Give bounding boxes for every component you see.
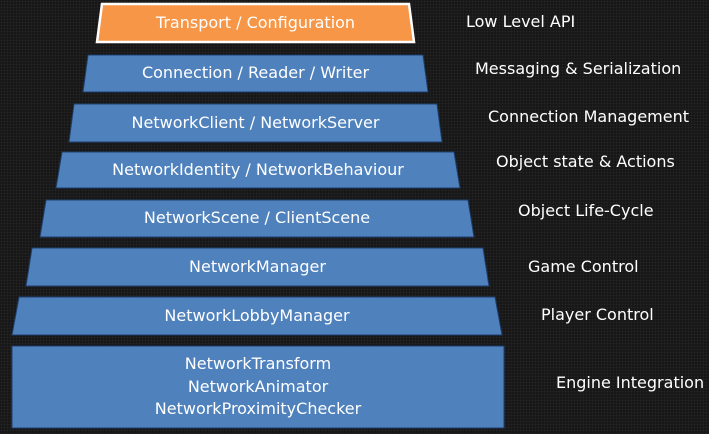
layer-networkidentity-networkbehaviour: NetworkIdentity / NetworkBehaviour bbox=[55, 151, 461, 189]
layer-label-line: NetworkAnimator bbox=[187, 376, 329, 396]
layer-shape bbox=[68, 103, 443, 143]
layer-shape bbox=[82, 54, 429, 93]
layer-description: Connection Management bbox=[488, 107, 690, 126]
layer-description: Messaging & Serialization bbox=[475, 59, 682, 78]
layer-engine-components: NetworkTransform NetworkAnimator Network… bbox=[11, 345, 505, 429]
layer-label: Connection / Reader / Writer bbox=[141, 63, 370, 83]
layer-label-line: NetworkProximityChecker bbox=[154, 399, 362, 419]
layer-label-group: NetworkTransform NetworkAnimator Network… bbox=[12, 346, 504, 428]
layer-networkscene-clientscene: NetworkScene / ClientScene bbox=[39, 199, 475, 238]
layer-networkmanager: NetworkManager bbox=[25, 247, 490, 287]
layer-connection-reader-writer: Connection / Reader / Writer bbox=[82, 54, 429, 93]
layer-label: Transport / Configuration bbox=[155, 12, 356, 32]
layer-label: NetworkLobbyManager bbox=[164, 305, 350, 325]
layer-shape bbox=[55, 151, 461, 189]
layer-label: NetworkClient / NetworkServer bbox=[131, 112, 380, 132]
layer-shape bbox=[95, 2, 416, 44]
layer-description: Object state & Actions bbox=[496, 152, 675, 171]
layer-networklobbymanager: NetworkLobbyManager bbox=[11, 296, 503, 336]
layer-shape bbox=[39, 199, 475, 238]
layer-label: NetworkManager bbox=[189, 256, 326, 276]
layer-shape bbox=[11, 345, 505, 429]
layer-description: Object Life-Cycle bbox=[518, 201, 654, 220]
layer-networkclient-networkserver: NetworkClient / NetworkServer bbox=[68, 103, 443, 143]
layer-description: Engine Integration bbox=[556, 373, 705, 392]
layer-label: NetworkIdentity / NetworkBehaviour bbox=[112, 159, 404, 179]
layer-description: Player Control bbox=[541, 305, 654, 324]
layer-shape bbox=[11, 296, 503, 336]
layer-label-line: NetworkTransform bbox=[184, 354, 332, 374]
layer-description: Game Control bbox=[528, 257, 639, 276]
layer-label: NetworkScene / ClientScene bbox=[143, 208, 371, 228]
layer-transport-configuration: Transport / Configuration bbox=[95, 2, 416, 44]
layer-shape bbox=[25, 247, 490, 287]
layer-description: Low Level API bbox=[466, 12, 576, 31]
